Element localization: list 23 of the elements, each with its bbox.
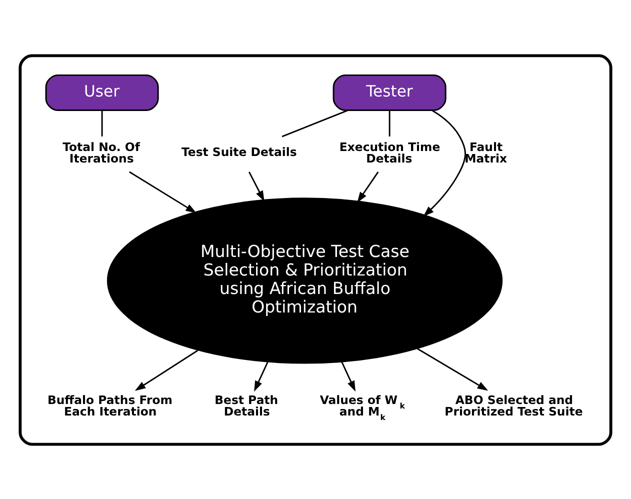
arrow (254, 361, 268, 392)
node-box: User (45, 74, 159, 110)
connector (101, 110, 103, 136)
node-text: Buffalo Paths From Each Iteration (47, 392, 172, 418)
cluster (18, 54, 612, 446)
node-text: Execution Time Details (339, 139, 440, 166)
node-text: Test Suite Details (181, 144, 297, 159)
arrow (341, 361, 356, 392)
arrow (423, 109, 466, 216)
edge-label: Fault Matrix (464, 139, 508, 166)
node-text: ABO Selected and Prioritized Test Suite (444, 392, 583, 418)
node-ellipse: Multi-Objective Test Case Selection & Prioritization using African Buffalo Optimization (106, 197, 503, 364)
node-text: Best Path Details (214, 392, 278, 418)
arrow (357, 171, 379, 202)
node-text: Values of W$_{k}$ and M$_{k}$ (320, 392, 405, 422)
arrow (134, 349, 198, 390)
node-text: Total No. Of Iterations (62, 139, 140, 166)
connector (282, 109, 348, 137)
connector (388, 110, 390, 136)
node-box: Tester (332, 74, 446, 110)
arrow (248, 171, 264, 202)
arrow (417, 348, 488, 390)
arrow (129, 170, 196, 213)
